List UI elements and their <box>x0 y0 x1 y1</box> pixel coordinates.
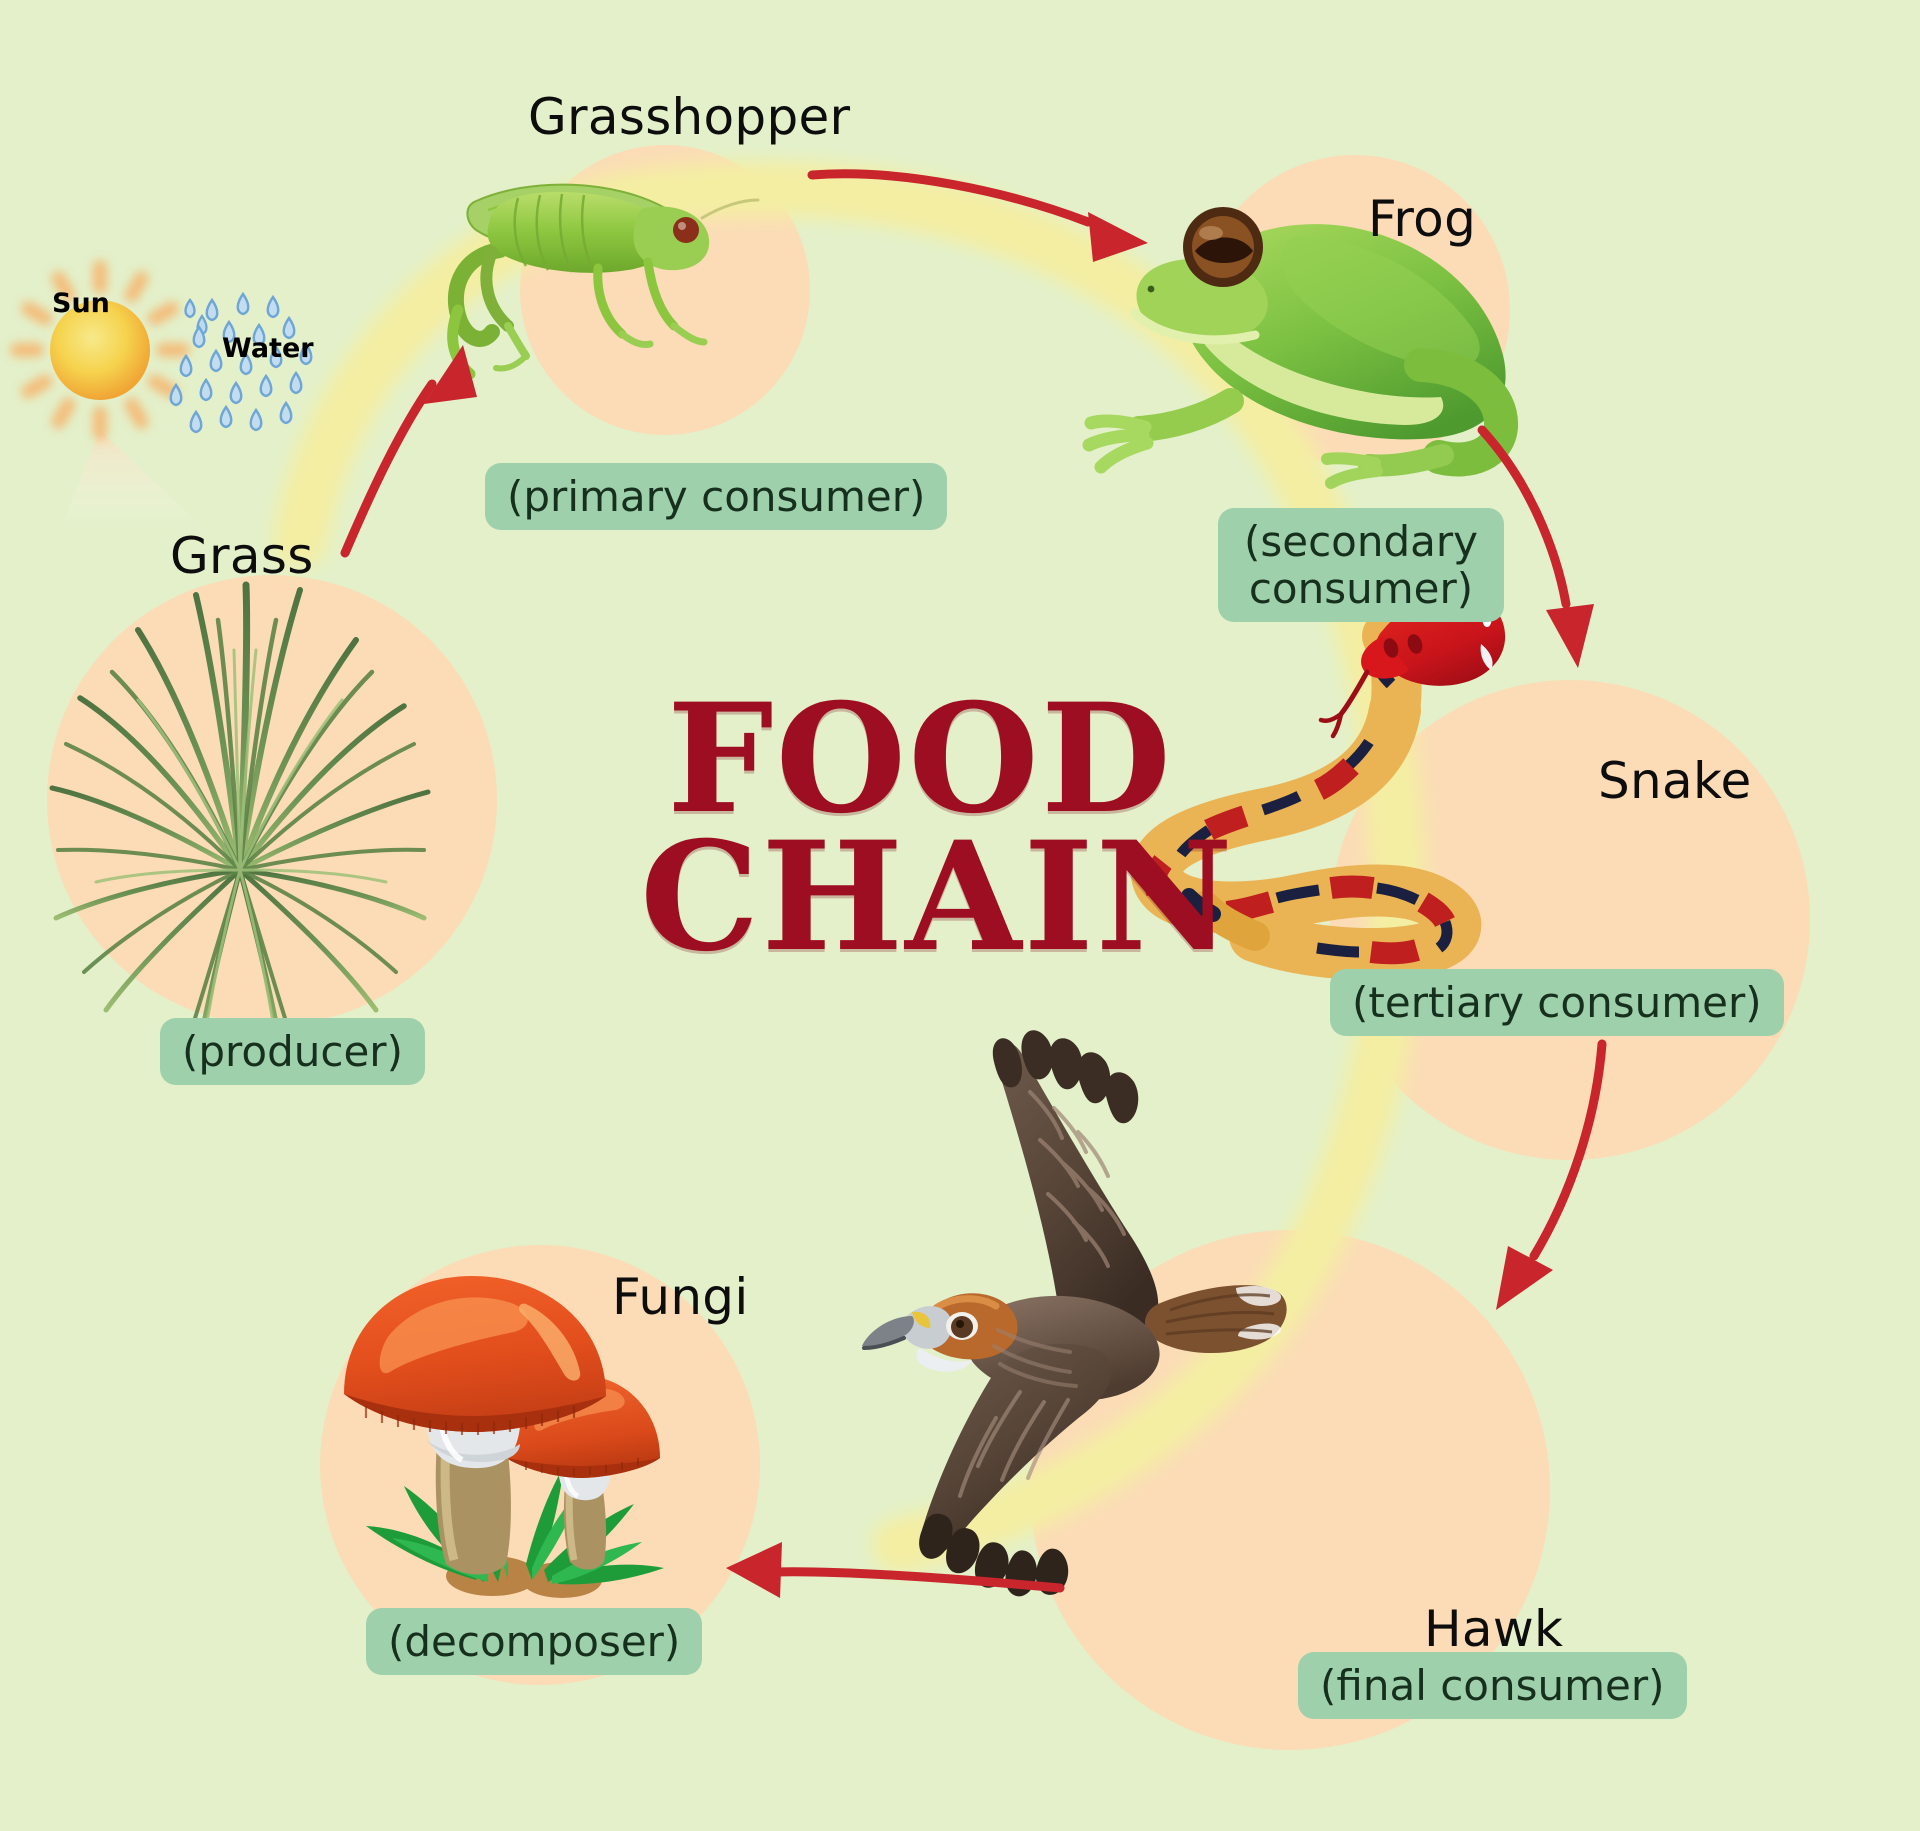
arrow-frog-to-snake <box>1477 425 1594 668</box>
arrow-hawk-to-fungi <box>726 1542 1065 1598</box>
role-pill-decomposer: (decomposer) <box>366 1608 703 1676</box>
title-line-2: CHAIN <box>640 809 1235 985</box>
grass-icon <box>49 581 431 1074</box>
role-pill-secondary-line1: (secondary <box>1243 517 1479 566</box>
role-pill-final-consumer: (final consumer) <box>1298 1652 1687 1720</box>
arrow-grass-to-grasshopper <box>340 345 477 558</box>
label-fungi: Fungi <box>612 1268 749 1326</box>
title-line-1: FOOD <box>667 671 1173 847</box>
role-pill-tertiary-consumer: (tertiary consumer) <box>1330 969 1784 1037</box>
sun-label: Sun <box>52 288 110 319</box>
role-pill-secondary-consumer: (secondary consumer) <box>1218 508 1504 623</box>
label-grasshopper: Grasshopper <box>528 88 851 146</box>
sun-icon <box>10 260 205 530</box>
label-grass: Grass <box>170 527 314 585</box>
role-pill-producer: (producer) <box>160 1018 425 1086</box>
label-snake: Snake <box>1598 752 1752 810</box>
page-title: FOOD CHAIN <box>640 671 1235 985</box>
arrow-snake-to-hawk <box>1496 1039 1607 1310</box>
rain-drops-icon <box>169 291 313 434</box>
label-hawk: Hawk <box>1424 1600 1564 1658</box>
water-label: Water <box>222 333 314 364</box>
arrow-grasshopper-to-frog <box>807 169 1148 262</box>
role-pill-primary-consumer: (primary consumer) <box>485 463 948 531</box>
frog-icon <box>1082 207 1519 489</box>
flow-arrows <box>340 169 1607 1598</box>
role-pill-secondary-line2: consumer) <box>1248 564 1474 614</box>
hawk-icon <box>862 1030 1287 1597</box>
mushroom-icon <box>344 1276 664 1598</box>
grasshopper-icon <box>447 183 760 380</box>
label-frog: Frog <box>1368 190 1477 248</box>
